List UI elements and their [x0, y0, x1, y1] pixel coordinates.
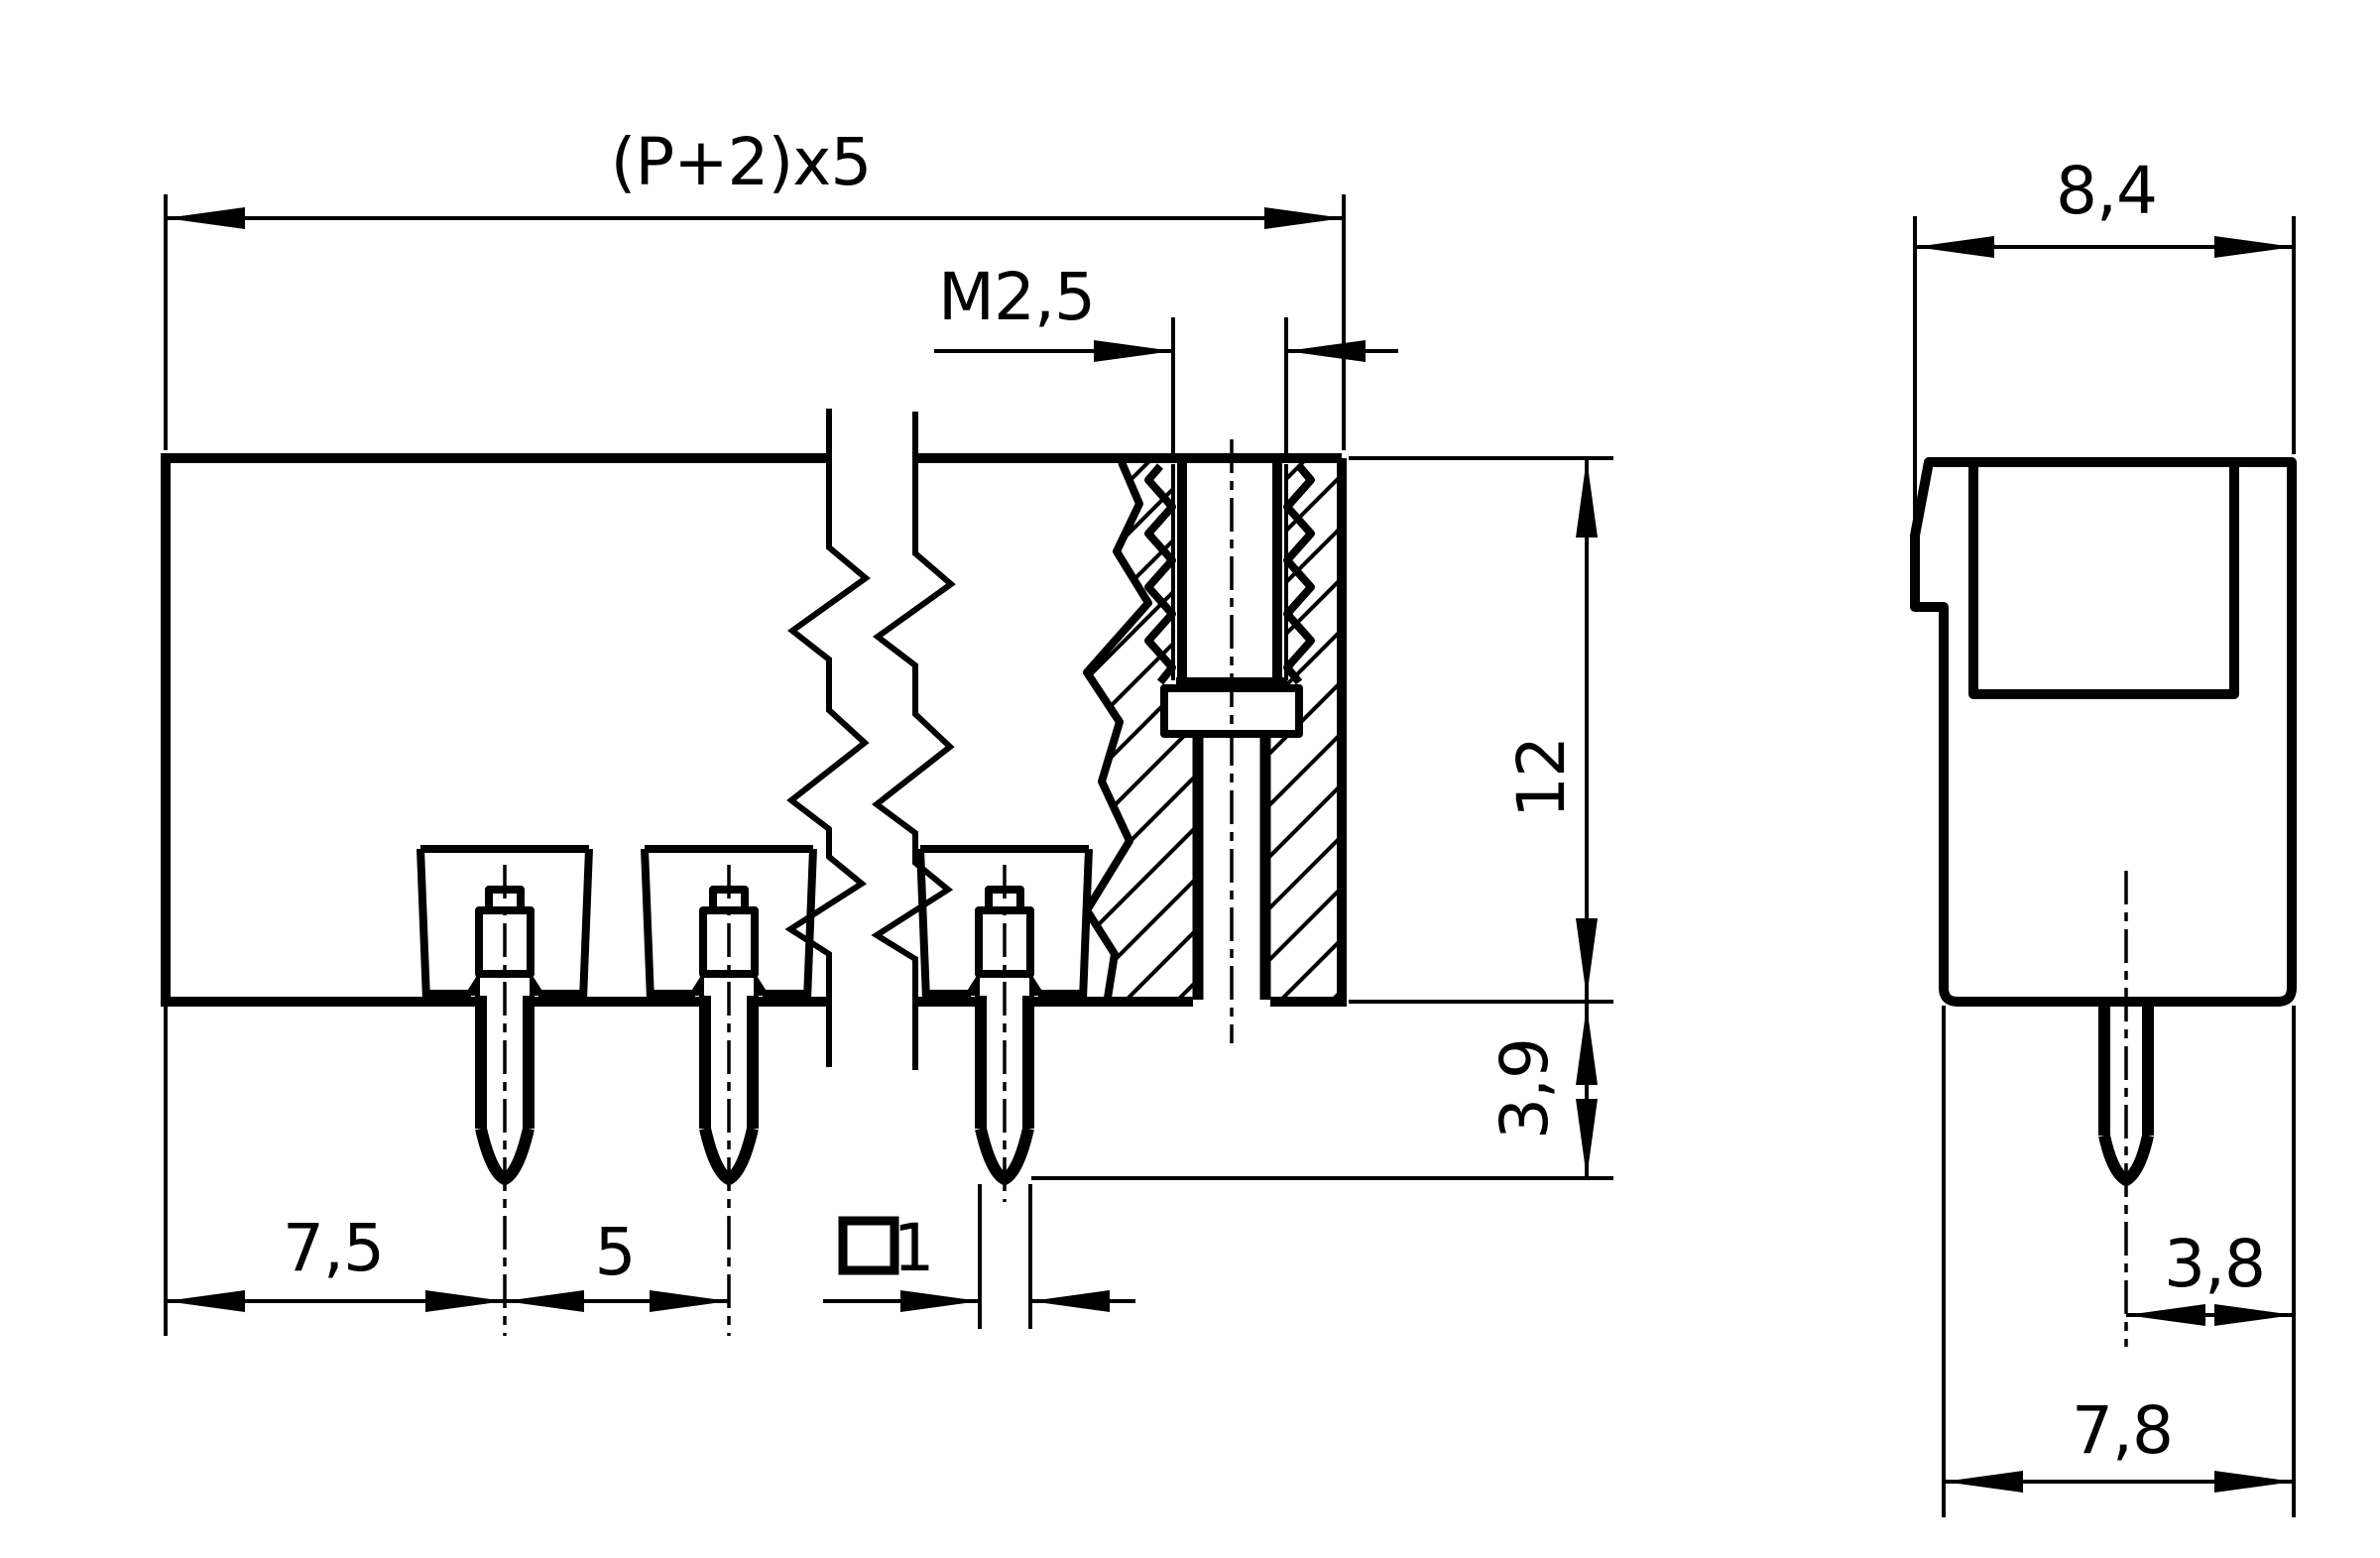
- dimension-bottom-row: 7,5 5 1: [164, 1006, 1135, 1336]
- dimension-base-depth: 7,8: [1942, 1006, 2294, 1517]
- dimension-overall-depth: 8,4: [1913, 153, 2296, 530]
- screw-bore-walls: [1177, 462, 1282, 682]
- dim-base-depth-label: 7,8: [2072, 1392, 2173, 1469]
- socket-3: [916, 845, 1093, 1001]
- break-lines: [784, 409, 956, 1070]
- dim-pin-square-label: 1: [893, 1210, 934, 1286]
- side-body-outline: [1910, 457, 2297, 1007]
- dim-overall-width-label: (P+2)x5: [611, 124, 872, 200]
- dim-pin-pitch-label: 5: [595, 1214, 636, 1290]
- side-pin: [2098, 871, 2154, 1347]
- dimension-thread: M2,5: [934, 259, 1398, 456]
- side-view: 8,4 3,8 7,8: [1910, 153, 2297, 1517]
- front-view: (P+2)x5 M2,5 12 3,9: [161, 124, 1613, 1336]
- hatch-line: [1087, 462, 1164, 998]
- dim-thread-label: M2,5: [938, 259, 1095, 335]
- hatch-line: [1087, 462, 1342, 998]
- side-recess: [1968, 457, 2239, 699]
- dimension-pin-to-edge: 3,8: [2126, 1006, 2296, 1517]
- threaded-insert-section: [1144, 439, 1315, 1043]
- section-break-boundary: [1083, 460, 1152, 999]
- dim-body-height-label: 12: [1503, 737, 1580, 818]
- pin-1: [464, 865, 545, 1336]
- square-symbol-icon: [838, 1216, 899, 1275]
- dimension-overall-width: (P+2)x5: [164, 124, 1346, 450]
- hatch-line: [1224, 462, 1342, 998]
- pin-sockets: [416, 845, 1093, 1001]
- dim-pin-protrusion-label: 3,9: [1487, 1038, 1563, 1139]
- pin-3: [964, 865, 1045, 1202]
- thread-serration-left: [1144, 463, 1176, 685]
- thread-serration-right: [1283, 463, 1315, 685]
- dim-overall-depth-label: 8,4: [2056, 153, 2157, 229]
- socket-1: [416, 845, 593, 1001]
- dim-edge-to-pin-label: 7,5: [283, 1210, 384, 1286]
- socket-2: [641, 845, 817, 1001]
- hatch-line: [1327, 462, 1342, 998]
- dimension-pin-protrusion: 3,9: [1031, 1002, 1613, 1180]
- dim-pin-to-edge-label: 3,8: [2164, 1226, 2265, 1302]
- pin-2: [688, 865, 770, 1336]
- pins: [464, 865, 1045, 1336]
- hatch-line: [1275, 462, 1342, 998]
- insert-stem-walls: [1192, 734, 1271, 1000]
- dimension-body-height: 12: [1349, 456, 1613, 1004]
- hatch-line: [1087, 462, 1342, 998]
- body-outline: [161, 453, 1347, 1007]
